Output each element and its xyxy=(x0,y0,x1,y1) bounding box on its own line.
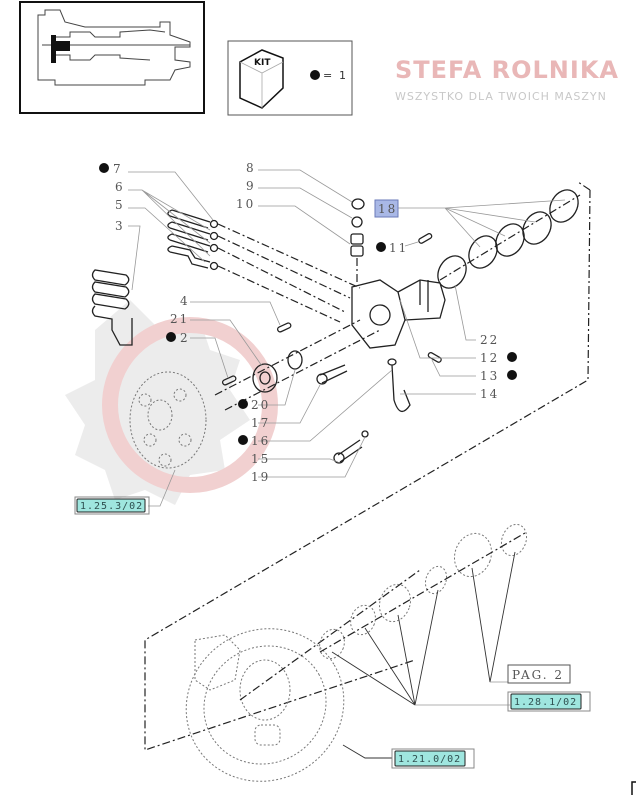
callout-label: 6 xyxy=(115,180,125,194)
kit-dot-icon xyxy=(99,163,109,173)
watermark-gear-icon xyxy=(65,300,250,505)
kit-dot-icon xyxy=(507,370,517,380)
callout-label: 21 xyxy=(170,312,189,326)
seal-rings xyxy=(437,189,581,289)
gear-set xyxy=(319,523,528,660)
clutch-disc xyxy=(129,371,207,469)
kit-dot-icon xyxy=(376,242,386,252)
reference-link-pag-2[interactable]: PAG. 2 xyxy=(507,664,571,684)
callout-label: 8 xyxy=(246,161,256,175)
callout-label: 5 xyxy=(115,198,125,212)
callout-label: 18 xyxy=(378,202,397,216)
callout-label: 7 xyxy=(113,162,123,176)
callout-8[interactable]: 8 xyxy=(246,161,256,175)
reference-label: PAG. 2 xyxy=(512,668,564,682)
reference-label: 1.28.1/02 xyxy=(514,697,577,708)
callout-label: 19 xyxy=(251,470,270,484)
callout-16[interactable]: 16 xyxy=(238,434,270,448)
callout-label: 17 xyxy=(251,416,270,430)
callout-label: 13 xyxy=(480,369,499,383)
callout-4[interactable]: 4 xyxy=(180,294,190,308)
callout-20[interactable]: 20 xyxy=(238,398,270,412)
kit-dot-icon xyxy=(238,435,248,445)
callout-22[interactable]: 22 xyxy=(480,333,499,347)
callout-label: 2 xyxy=(180,331,190,345)
callout-label: 15 xyxy=(251,452,270,466)
transmission-location-thumbnail xyxy=(19,1,205,114)
callout-label: 4 xyxy=(180,294,190,308)
reference-link-1-21-0[interactable]: 1.21.0/02 xyxy=(391,748,475,769)
hub-housing xyxy=(351,279,446,349)
kit-label: KIT xyxy=(254,58,271,68)
callout-21[interactable]: 21 xyxy=(170,312,189,326)
kit-legend: KIT = 1 xyxy=(227,40,353,116)
reference-link-1-25-3[interactable]: 1.25.3/02 xyxy=(74,496,150,515)
callout-2[interactable]: 2 xyxy=(166,331,190,345)
callout-label: 12 xyxy=(480,351,499,365)
callout-12[interactable]: 12 xyxy=(480,351,517,365)
watermark: STEFA ROLNIKA WSZYSTKO DLA TWOICH MASZYN xyxy=(395,56,619,103)
callout-6[interactable]: 6 xyxy=(115,180,125,194)
callout-17[interactable]: 17 xyxy=(251,416,270,430)
callout-label: 10 xyxy=(236,197,255,211)
watermark-title: STEFA ROLNIKA xyxy=(395,56,619,84)
callout-14[interactable]: 14 xyxy=(480,387,499,401)
reference-label: 1.21.0/02 xyxy=(398,754,461,765)
assembly-group-outline xyxy=(144,181,591,751)
callout-label: 9 xyxy=(246,179,256,193)
kit-dot-icon xyxy=(507,352,517,362)
selector-rods xyxy=(167,209,361,323)
kit-dot-icon xyxy=(238,399,248,409)
callout-15[interactable]: 15 xyxy=(251,452,270,466)
callout-10[interactable]: 10 xyxy=(236,197,255,211)
callout-label: 22 xyxy=(480,333,499,347)
flange-housing xyxy=(185,569,421,782)
page-corner-mark xyxy=(631,781,636,795)
kit-dot-icon xyxy=(310,70,320,80)
reference-label: 1.25.3/02 xyxy=(80,501,143,512)
callout-3[interactable]: 3 xyxy=(115,219,125,233)
callout-label: 14 xyxy=(480,387,499,401)
leader-lines xyxy=(128,169,566,759)
callout-7[interactable]: 7 xyxy=(99,162,123,176)
callout-9[interactable]: 9 xyxy=(246,179,256,193)
callout-19[interactable]: 19 xyxy=(251,470,270,484)
callout-18[interactable]: 18 xyxy=(374,199,399,218)
watermark-subtitle: WSZYSTKO DLA TWOICH MASZYN xyxy=(395,90,607,103)
highlight-box xyxy=(374,199,399,218)
callout-label: 16 xyxy=(251,434,270,448)
callout-label: 3 xyxy=(115,219,125,233)
valve-stack xyxy=(350,198,365,285)
callout-5[interactable]: 5 xyxy=(115,198,125,212)
legend-value: 1 xyxy=(339,69,346,82)
pins xyxy=(221,233,442,386)
shift-fork-bracket xyxy=(91,269,133,346)
callout-label: 20 xyxy=(251,398,270,412)
callout-11[interactable]: 11 xyxy=(376,241,408,255)
callout-label: 11 xyxy=(389,241,408,255)
kit-dot-icon xyxy=(166,332,176,342)
reference-link-1-28-1[interactable]: 1.28.1/02 xyxy=(507,691,591,712)
callout-13[interactable]: 13 xyxy=(480,369,517,383)
legend-equals: = xyxy=(323,69,332,82)
